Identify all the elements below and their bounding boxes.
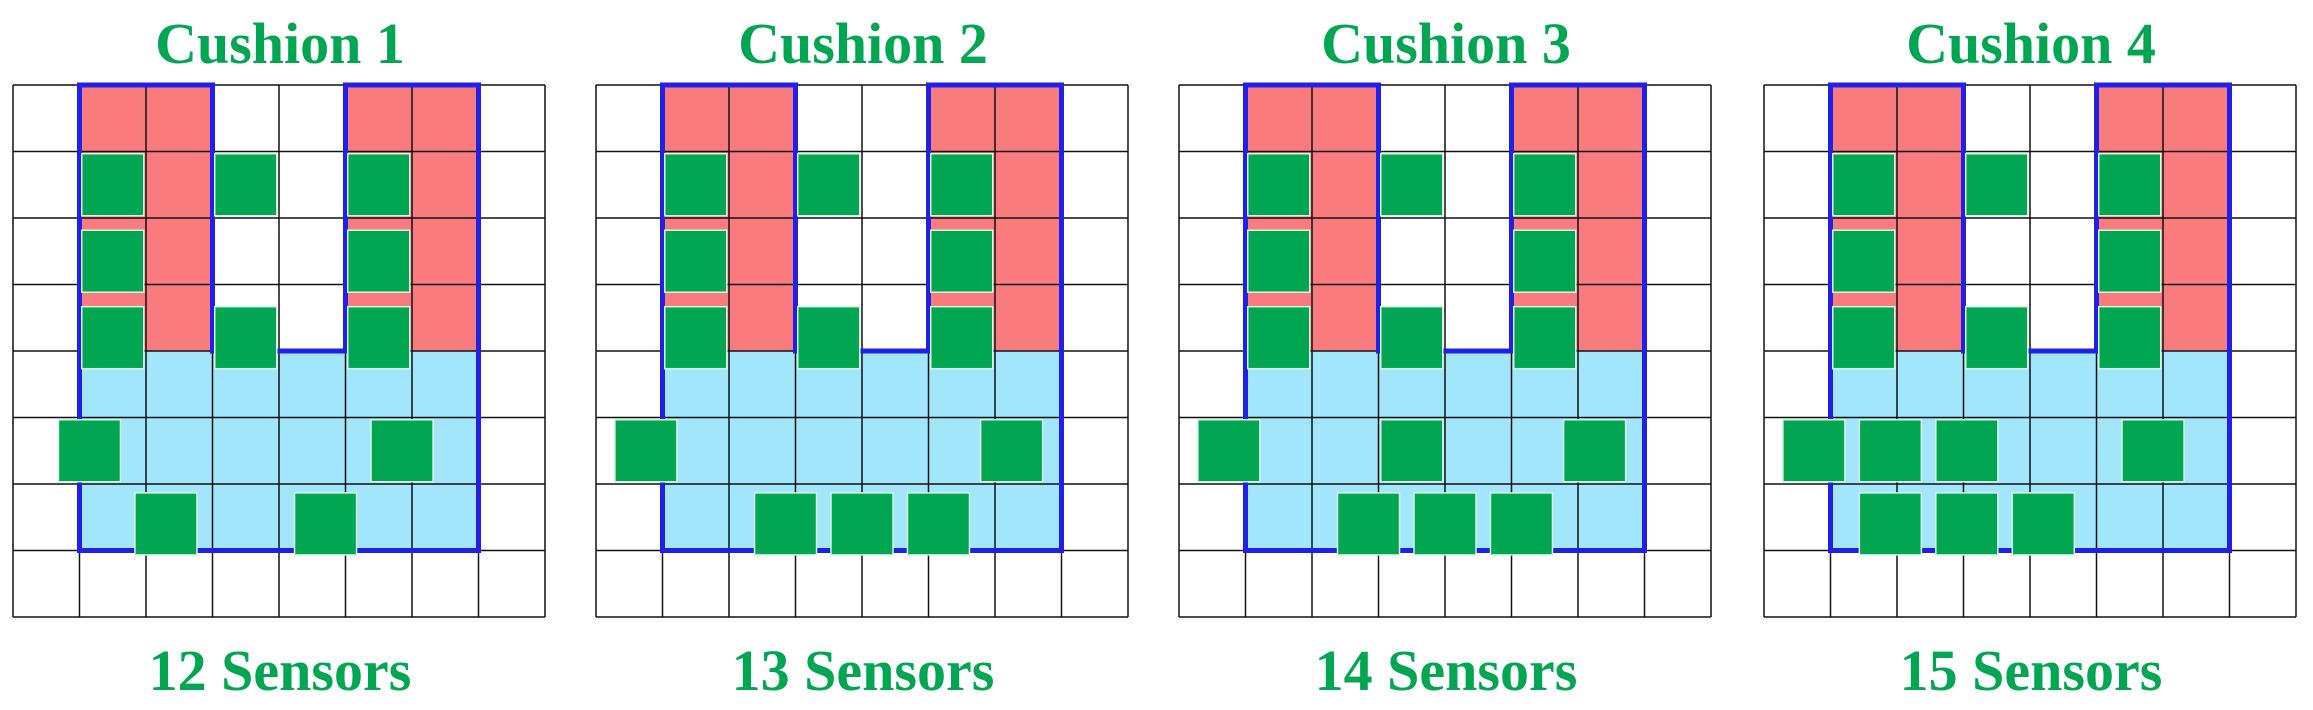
sensor-square bbox=[830, 492, 894, 556]
cushion-title: Cushion 4 bbox=[1906, 11, 2156, 76]
sensor-square bbox=[797, 153, 861, 217]
sensor-square bbox=[57, 419, 122, 483]
sensor-count-label: 12 Sensors bbox=[148, 638, 412, 703]
sensor-square bbox=[797, 305, 861, 370]
sensor-square bbox=[930, 305, 994, 370]
sensor-square bbox=[2011, 492, 2076, 556]
sensor-square bbox=[1562, 419, 1627, 483]
sensor-square bbox=[2098, 305, 2162, 370]
sensor-square bbox=[1782, 419, 1846, 483]
sensor-square bbox=[214, 305, 278, 370]
sensor-square bbox=[1380, 153, 1444, 217]
sensor-square bbox=[1832, 153, 1896, 217]
sensor-square bbox=[347, 229, 411, 293]
cushion-title: Cushion 2 bbox=[738, 11, 988, 76]
sensor-square bbox=[906, 492, 971, 556]
sensor-square bbox=[930, 153, 994, 217]
sensor-square bbox=[1336, 492, 1401, 556]
cushion-panel-4: Cushion 4 15 Sensors bbox=[1761, 0, 2301, 710]
sensor-square bbox=[664, 229, 728, 293]
cushion-title: Cushion 3 bbox=[1321, 11, 1571, 76]
sensor-count-label: 13 Sensors bbox=[731, 638, 995, 703]
cushion-panel-3: Cushion 3 14 Sensors bbox=[1176, 0, 1716, 710]
sensor-square bbox=[2098, 229, 2162, 293]
cushion-diagram bbox=[1763, 82, 2297, 618]
sensor-square bbox=[753, 492, 818, 556]
sensor-square bbox=[1247, 305, 1311, 370]
sensor-square bbox=[2121, 419, 2185, 483]
cushion-diagram bbox=[595, 82, 1129, 618]
sensor-square bbox=[664, 305, 728, 370]
sensor-square bbox=[1858, 419, 1923, 483]
sensor-square bbox=[1935, 492, 1999, 556]
sensor-count-label: 14 Sensors bbox=[1314, 638, 1578, 703]
sensor-square bbox=[1965, 305, 2029, 370]
sensor-square bbox=[1858, 492, 1923, 556]
cushion-panel-1: Cushion 1 12 Sensors bbox=[10, 0, 550, 710]
sensor-square bbox=[293, 492, 358, 556]
sensor-square bbox=[1832, 229, 1896, 293]
cushion-diagram bbox=[1178, 82, 1712, 618]
sensor-square bbox=[81, 305, 145, 370]
sensor-square bbox=[134, 492, 198, 556]
sensor-square bbox=[2098, 153, 2162, 217]
sensor-square bbox=[347, 153, 411, 217]
cushion-diagram bbox=[12, 82, 546, 618]
sensor-square bbox=[1513, 229, 1577, 293]
cushion-panel-2: Cushion 2 13 Sensors bbox=[593, 0, 1133, 710]
sensor-square bbox=[347, 305, 411, 370]
sensor-square bbox=[1513, 305, 1577, 370]
cushion-title: Cushion 1 bbox=[155, 11, 405, 76]
sensor-square bbox=[1247, 229, 1311, 293]
sensor-square bbox=[81, 229, 145, 293]
sensor-square bbox=[1513, 153, 1577, 217]
sensor-square bbox=[214, 153, 278, 217]
sensor-count-label: 15 Sensors bbox=[1899, 638, 2163, 703]
sensor-square bbox=[1380, 305, 1444, 370]
sensor-square bbox=[81, 153, 145, 217]
sensor-square bbox=[1197, 419, 1261, 483]
sensor-square bbox=[930, 229, 994, 293]
sensor-square bbox=[1832, 305, 1896, 370]
sensor-square bbox=[979, 419, 1044, 483]
sensor-square bbox=[1965, 153, 2029, 217]
sensor-square bbox=[614, 419, 678, 483]
cushion-outline bbox=[77, 82, 481, 553]
sensor-square bbox=[664, 153, 728, 217]
sensor-square bbox=[1247, 153, 1311, 217]
sensor-square bbox=[1489, 492, 1554, 556]
sensor-square bbox=[370, 419, 434, 483]
sensor-square bbox=[1935, 419, 1999, 483]
sensor-square bbox=[1380, 419, 1444, 483]
sensor-square bbox=[1413, 492, 1477, 556]
